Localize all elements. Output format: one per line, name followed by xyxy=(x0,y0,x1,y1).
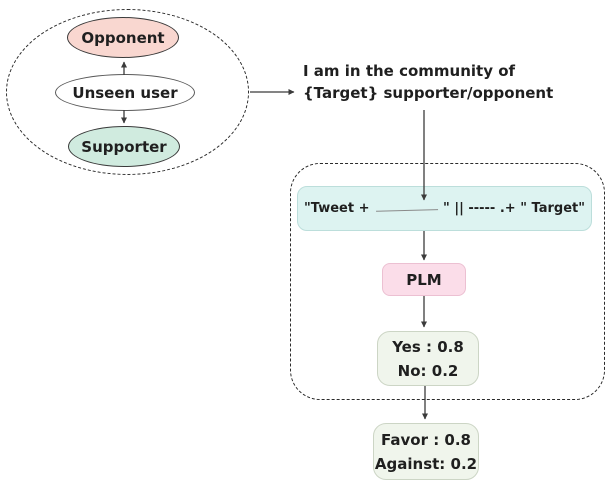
prompt-insertion-line xyxy=(375,209,438,212)
plm-label: PLM xyxy=(406,270,442,289)
plm-output-box: Yes : 0.8 No: 0.2 xyxy=(377,331,479,386)
tweet-template-box: "Tweet + " || ----- .+ " Target" xyxy=(297,186,592,231)
tweet-template-right: " || ----- .+ " Target" xyxy=(443,201,585,216)
unseen-user-node: Unseen user xyxy=(55,74,195,111)
prompt-line-1: I am in the community of xyxy=(303,62,516,80)
community-cluster-boundary xyxy=(6,9,249,175)
plm-node: PLM xyxy=(382,263,466,296)
final-stance-box: Favor : 0.8 Against: 0.2 xyxy=(373,423,479,480)
opponent-label: Opponent xyxy=(81,28,165,47)
plm-output-no: No: 0.2 xyxy=(397,361,459,380)
opponent-node: Opponent xyxy=(67,17,179,58)
final-stance-favor: Favor : 0.8 xyxy=(381,430,471,449)
prompt-line-2: {Target} supporter/opponent xyxy=(303,84,554,102)
unseen-user-label: Unseen user xyxy=(72,83,178,102)
supporter-node: Supporter xyxy=(68,126,180,167)
supporter-label: Supporter xyxy=(81,137,167,156)
plm-output-yes: Yes : 0.8 xyxy=(392,337,464,356)
final-stance-against: Against: 0.2 xyxy=(374,454,478,473)
pipeline-boundary xyxy=(290,163,605,400)
tweet-template-left: "Tweet + xyxy=(304,201,370,216)
prompt-text: I am in the community of {Target} suppor… xyxy=(303,60,553,104)
